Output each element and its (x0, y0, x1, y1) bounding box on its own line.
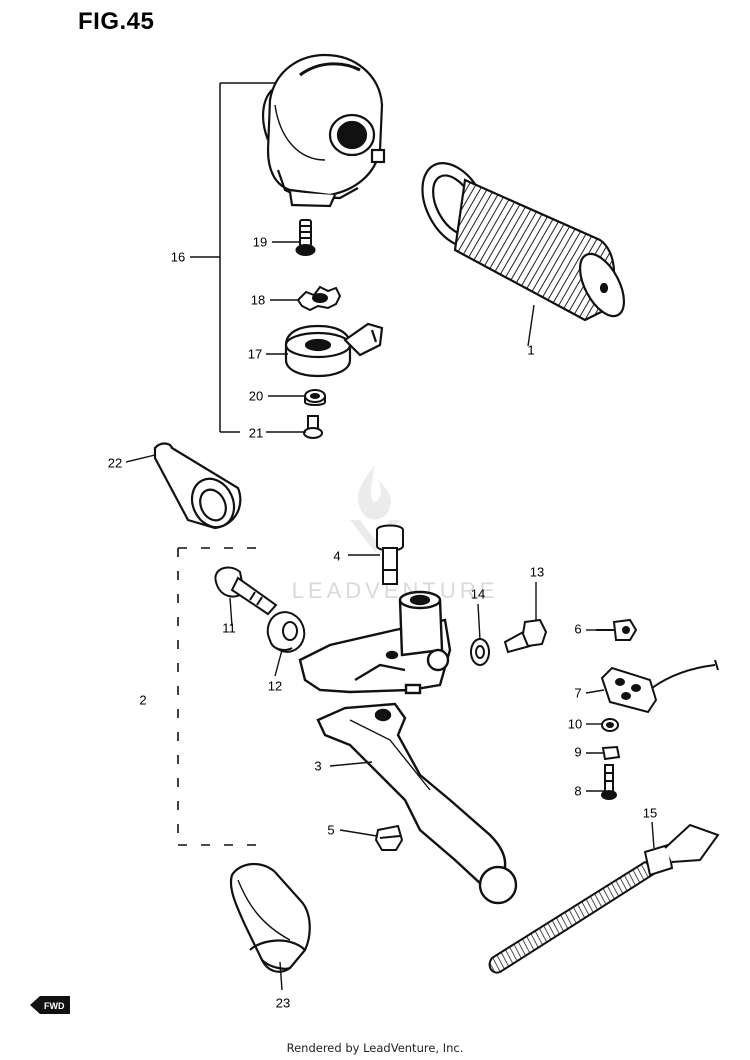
part-label-15: 15 (642, 805, 658, 821)
screw-8 (601, 764, 617, 800)
part-label-1: 1 (527, 342, 535, 358)
washer-10 (601, 718, 619, 732)
bracket-16 (190, 82, 278, 433)
lever-boot-23 (229, 863, 311, 973)
bushing-12 (266, 611, 306, 653)
fwd-label: FWD (44, 1001, 65, 1011)
part-label-23: 23 (275, 995, 291, 1011)
throttle-pulley-17 (284, 322, 384, 378)
lever-holder-2 (298, 590, 452, 695)
part-label-16: 16 (170, 249, 186, 265)
washer-14 (470, 638, 490, 666)
part-label-21: 21 (248, 425, 264, 441)
part-label-17: 17 (247, 346, 263, 362)
part-label-19: 19 (252, 234, 268, 250)
screw-19 (295, 219, 316, 256)
screw-21 (303, 415, 323, 439)
cable-tie-15 (488, 823, 720, 974)
footer-credit: Rendered by LeadVenture, Inc. (286, 1041, 464, 1055)
washer-20 (304, 389, 326, 406)
nut-9 (601, 745, 621, 761)
fwd-arrow-icon: FWD (30, 996, 70, 1014)
figure-title: FIG.45 (78, 8, 155, 35)
part-label-6: 6 (574, 621, 582, 637)
part-label-11: 11 (222, 620, 236, 636)
part-label-5: 5 (327, 822, 335, 838)
part-label-2: 2 (139, 692, 147, 708)
part-label-10: 10 (567, 716, 583, 732)
part-label-9: 9 (574, 744, 582, 760)
handle-grip-1 (421, 162, 626, 322)
nut-5 (374, 824, 404, 851)
bolt-4 (376, 524, 404, 585)
switch-7 (600, 659, 719, 714)
part-label-7: 7 (574, 685, 582, 701)
cap-22 (153, 442, 242, 530)
bracket-2 (177, 547, 262, 846)
part-label-12: 12 (267, 678, 283, 694)
star-washer-18 (296, 285, 342, 312)
bolt-13 (503, 618, 548, 654)
part-label-14: 14 (470, 586, 486, 602)
part-label-4: 4 (333, 548, 341, 564)
part-label-13: 13 (529, 564, 545, 580)
bolt-11 (214, 566, 278, 616)
clip-6 (596, 618, 638, 641)
part-label-8: 8 (574, 783, 582, 799)
leader-lines (125, 241, 655, 991)
switch-housing (262, 53, 386, 208)
clutch-lever-3 (316, 702, 518, 905)
part-label-22: 22 (107, 455, 123, 471)
part-label-18: 18 (250, 292, 266, 308)
part-label-3: 3 (314, 758, 322, 774)
part-label-20: 20 (248, 388, 264, 404)
